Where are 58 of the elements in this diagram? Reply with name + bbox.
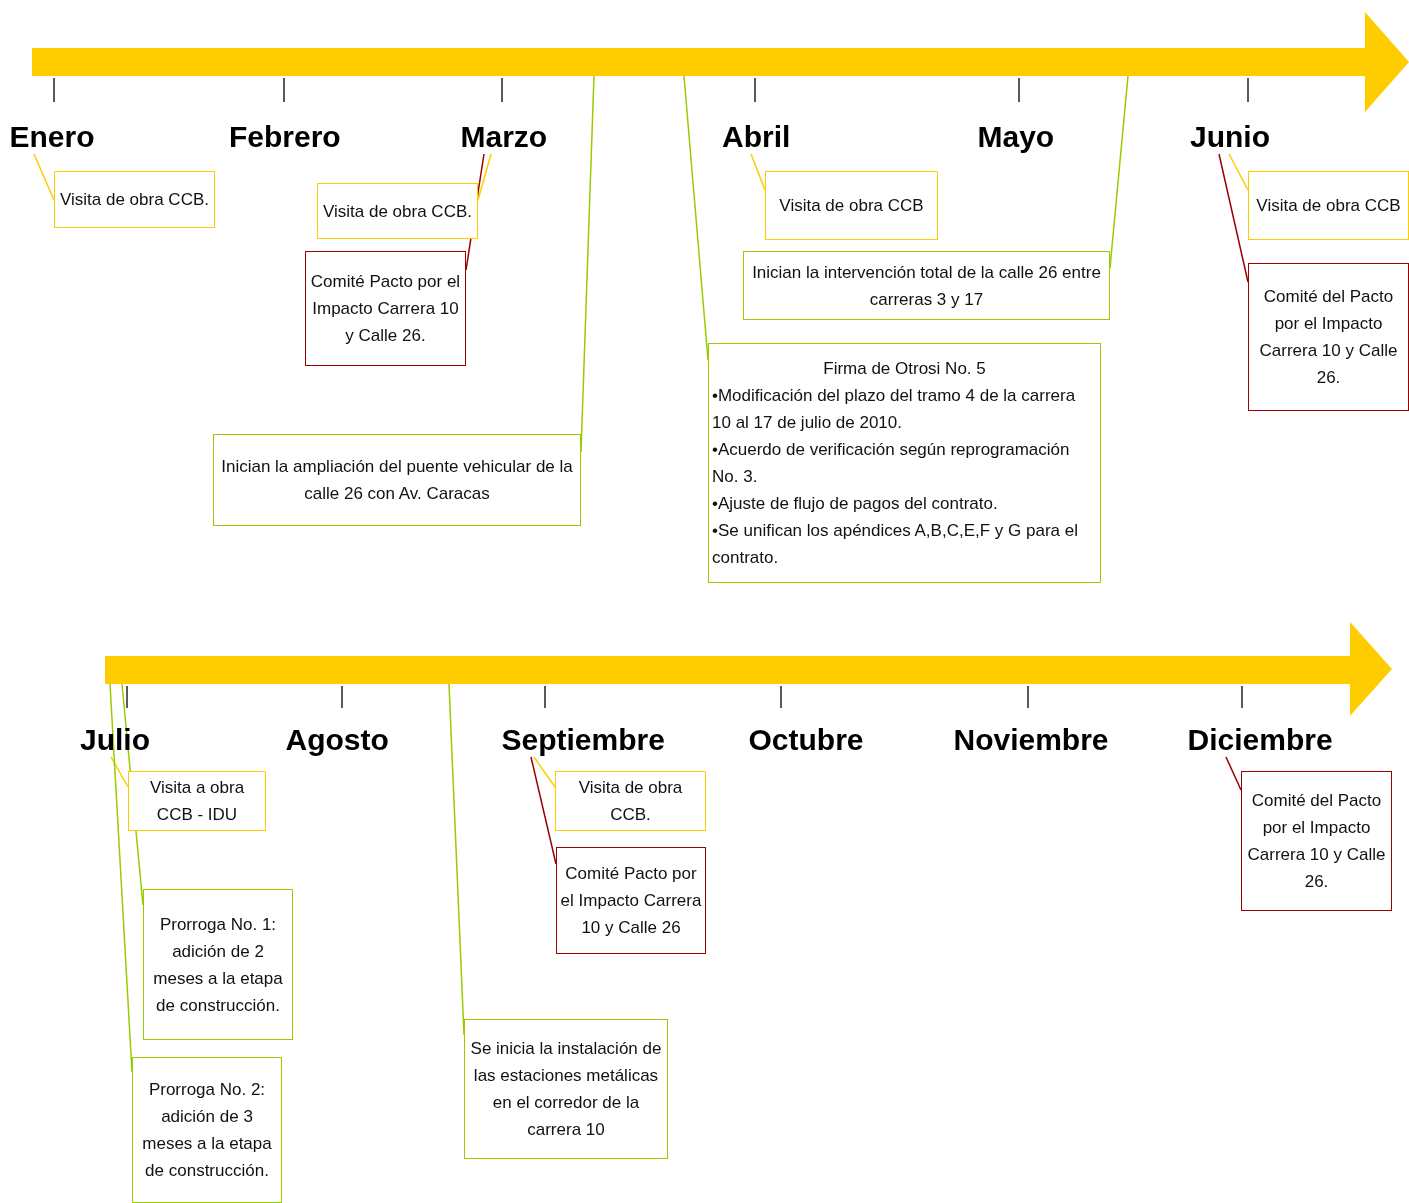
event-text: Visita de obra CCB.: [59, 189, 210, 211]
event-text: Inician la intervención total de la calle 26 entre carreras 3 y 17: [751, 261, 1102, 311]
leader-line: [530, 756, 557, 865]
leader-line: [110, 756, 129, 788]
leader-line: [33, 153, 55, 201]
event-text: Comité del Pacto por el Impacto Carrera 10 y Calle 26.: [1258, 286, 1399, 389]
event-text: Prorroga No. 2: adición de 3 meses a la etapa de construcción.: [141, 1079, 273, 1182]
event-heading: Firma de Otrosi No. 5: [822, 358, 987, 380]
leader-line: [533, 756, 556, 788]
event-box: [555, 771, 706, 831]
event-box: [213, 434, 581, 526]
month-label: Octubre: [748, 723, 864, 757]
bullet-item: •Ajuste de flujo de pagos del contrato.: [712, 493, 999, 515]
event-box: [743, 251, 1110, 320]
event-text: Comité Pacto por el Impacto Carrera 10 y Calle 26.: [309, 271, 462, 347]
bullet-item: •Acuerdo de verificación según reprogramación No. 3.: [712, 439, 1071, 488]
bullet-item: •Modificación del plazo del tramo 4 de la carrera 10 al 17 de julio de 2010.: [712, 385, 1077, 434]
month-label: Agosto: [285, 723, 389, 757]
leader-line: [1218, 153, 1249, 283]
month-label: Marzo: [460, 120, 548, 154]
event-box: [54, 171, 215, 228]
event-text: Se inicia la instalación de las estaciones metálicas en el corredor de la carrera 10: [469, 1038, 663, 1141]
leader-line: [1228, 153, 1249, 191]
event-text: Visita de obra CCB: [1255, 195, 1402, 217]
event-box: [1241, 771, 1392, 911]
event-text: Inician la ampliación del puente vehicular de la calle 26 con Av. Caracas: [220, 456, 574, 505]
event-text: Comité Pacto por el Impacto Carrera 10 y Calle 26: [560, 863, 702, 939]
bullet-item: •Se unifican los apéndices A,B,C,E,F y G para el contrato.: [712, 520, 1079, 569]
month-label: Enero: [9, 120, 95, 154]
month-label: Septiembre: [501, 723, 665, 757]
event-text: Visita de obra CCB: [778, 195, 925, 217]
event-text: Comité del Pacto por el Impacto Carrera 10 y Calle 26.: [1246, 790, 1387, 893]
month-label: Diciembre: [1187, 723, 1333, 757]
event-box: [556, 847, 706, 954]
month-label: Febrero: [229, 120, 341, 154]
event-text: Visita de obra CCB.: [322, 200, 473, 223]
leader-line: [477, 153, 492, 201]
leader-line: [1225, 756, 1242, 791]
event-box: [464, 1019, 668, 1159]
month-label: Abril: [722, 120, 791, 154]
event-box: [132, 1057, 282, 1203]
event-box: [128, 771, 266, 831]
timeline-bar: [32, 12, 1409, 112]
event-box: [765, 171, 938, 240]
month-label: Noviembre: [953, 723, 1109, 757]
timeline-bar: [105, 622, 1392, 716]
event-text: Visita de obra CCB.: [577, 777, 684, 826]
event-text: Prorroga No. 1: adición de 2 meses a la etapa de construcción.: [152, 913, 284, 1017]
event-box: [143, 889, 293, 1040]
event-box: [708, 343, 1101, 583]
leader-line: [750, 153, 766, 191]
event-box: [317, 183, 478, 239]
event-text: Visita a obra CCB - IDU: [148, 777, 246, 826]
month-label: Junio: [1190, 120, 1270, 154]
event-box: [305, 251, 466, 366]
event-box: [1248, 263, 1409, 411]
month-label: Mayo: [977, 120, 1055, 154]
event-box: [1248, 171, 1409, 240]
